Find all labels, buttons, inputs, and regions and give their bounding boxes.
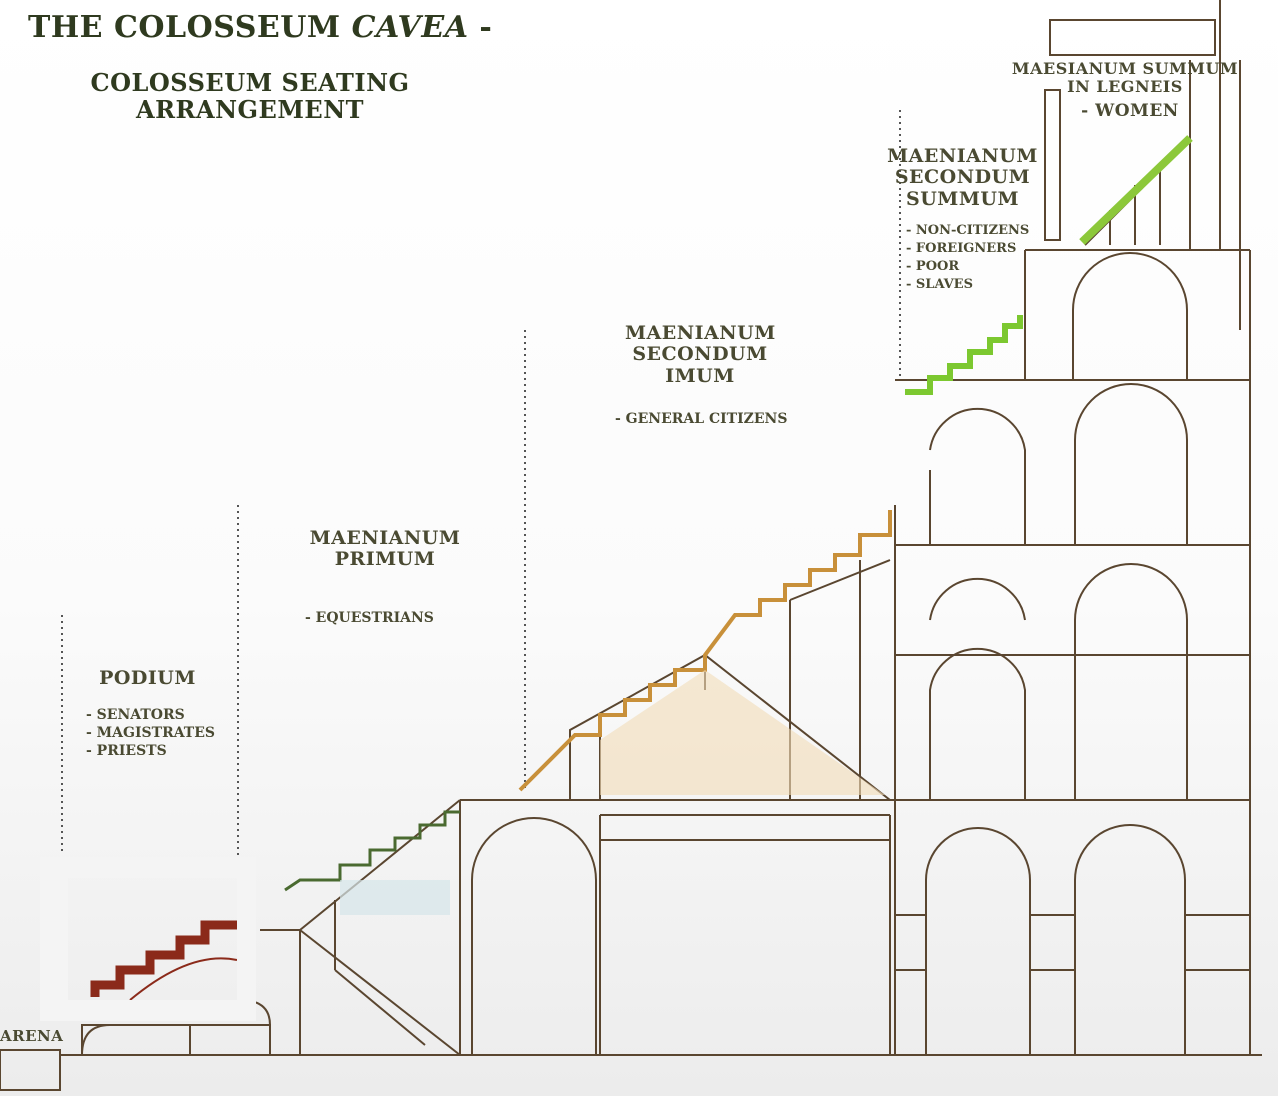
podium-seats xyxy=(90,920,237,997)
secondum-imum-groups: - GENERAL CITIZENS xyxy=(615,410,787,428)
group-women: - WOMEN xyxy=(1081,101,1179,121)
highlight-frame xyxy=(40,857,256,1021)
group-general-citizens: - GENERAL CITIZENS xyxy=(615,411,788,427)
label-arena: ARENA xyxy=(0,1027,64,1045)
group-magistrates: - MAGISTRATES xyxy=(86,725,216,742)
label-maenianum-primum: MAENIANUM PRIMUM xyxy=(309,527,461,571)
label-maenianum-secondum-summum: MAENIANUM SECONDUM SUMMUM xyxy=(887,145,1038,210)
group-equestrians: - EQUESTRIANS xyxy=(305,610,434,626)
group-senators: - SENATORS xyxy=(86,707,185,723)
group-slaves: - SLAVES xyxy=(906,276,973,292)
secondum-summum-groups: - NON-CITIZENS - FOREIGNERS - POOR - SLA… xyxy=(906,222,1029,294)
secondum-summum-seats xyxy=(905,315,1023,395)
title-text: THE COLOSSEUM xyxy=(28,10,352,45)
page-title: THE COLOSSEUM CAVEA - xyxy=(28,10,492,45)
podium-groups: - SENATORS - MAGISTRATES - PRIESTS xyxy=(86,706,215,761)
primum-seats xyxy=(284,810,460,892)
podium-ramp xyxy=(129,957,238,1001)
subtitle: COLOSSEUM SEATING ARRANGEMENT xyxy=(90,68,410,124)
section-dividers xyxy=(61,110,901,855)
title-italic: CAVEA xyxy=(351,10,469,45)
secondum-imum-vault xyxy=(600,670,885,795)
group-priests: - PRIESTS xyxy=(86,743,167,760)
primum-groups: - EQUESTRIANS xyxy=(305,609,434,627)
group-non-citizens: - NON-CITIZENS xyxy=(906,223,1030,238)
label-maesianum-summum-in-legneis: MAESIANUM SUMMUM IN LEGNEIS xyxy=(1011,59,1239,96)
label-maenianum-secondum-imum: MAENIANUM SECONDUM IMUM xyxy=(625,322,776,387)
summum-legneis-seats xyxy=(1079,135,1193,245)
secondum-imum-seats xyxy=(518,510,892,792)
group-foreigners: - FOREIGNERS xyxy=(906,240,1017,256)
label-podium: PODIUM xyxy=(99,667,196,689)
primum-corridor xyxy=(340,880,450,915)
group-poor: - POOR xyxy=(906,258,960,274)
title-dash: - xyxy=(468,10,493,45)
